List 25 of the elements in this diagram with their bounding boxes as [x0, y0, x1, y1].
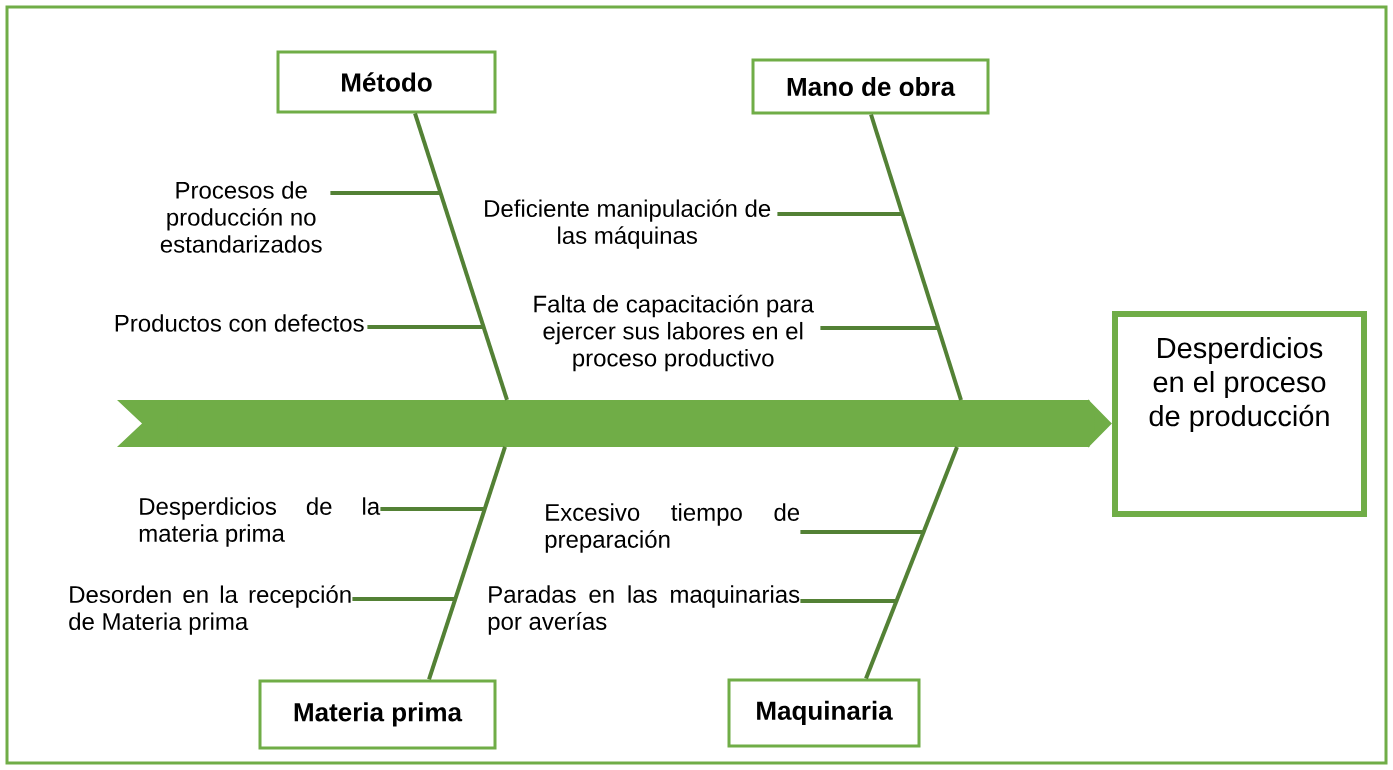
leader-line — [800, 599, 897, 603]
category-box: Método — [276, 50, 497, 114]
leader-line — [367, 325, 484, 329]
leader-line — [330, 191, 441, 195]
cause-text: Desperdicios de la materia prima — [139, 497, 381, 547]
cause-text: Procesos de producción no estandarizados — [160, 181, 322, 253]
bone-line — [864, 446, 959, 680]
cause-text: Deficiente manipulación de las máquinas — [485, 199, 771, 249]
cause-text: Falta de capacitación para ejercer sus labores en el proceso productivo — [534, 294, 814, 372]
cause-text: Paradas en las maquinarias por averías — [488, 585, 800, 635]
category-box: Mano de obra — [751, 58, 990, 115]
cause-text: Excesivo tiempo de preparación — [545, 503, 800, 553]
leader-line — [800, 530, 924, 534]
bone-line — [413, 112, 509, 401]
leader-line — [777, 212, 903, 216]
leader-line — [352, 597, 456, 601]
leader-line — [820, 326, 938, 330]
cause-text: Desorden en la recepción de Materia prima — [69, 585, 351, 635]
cause-text: Productos con defectos — [115, 314, 364, 332]
effect-box: Desperdicios en el proceso de producción — [1112, 311, 1367, 517]
bone-line — [427, 446, 507, 681]
leader-line — [380, 507, 485, 511]
bone-line — [869, 113, 963, 401]
category-box: Materia prima — [258, 679, 497, 750]
category-box: Maquinaria — [727, 678, 921, 748]
